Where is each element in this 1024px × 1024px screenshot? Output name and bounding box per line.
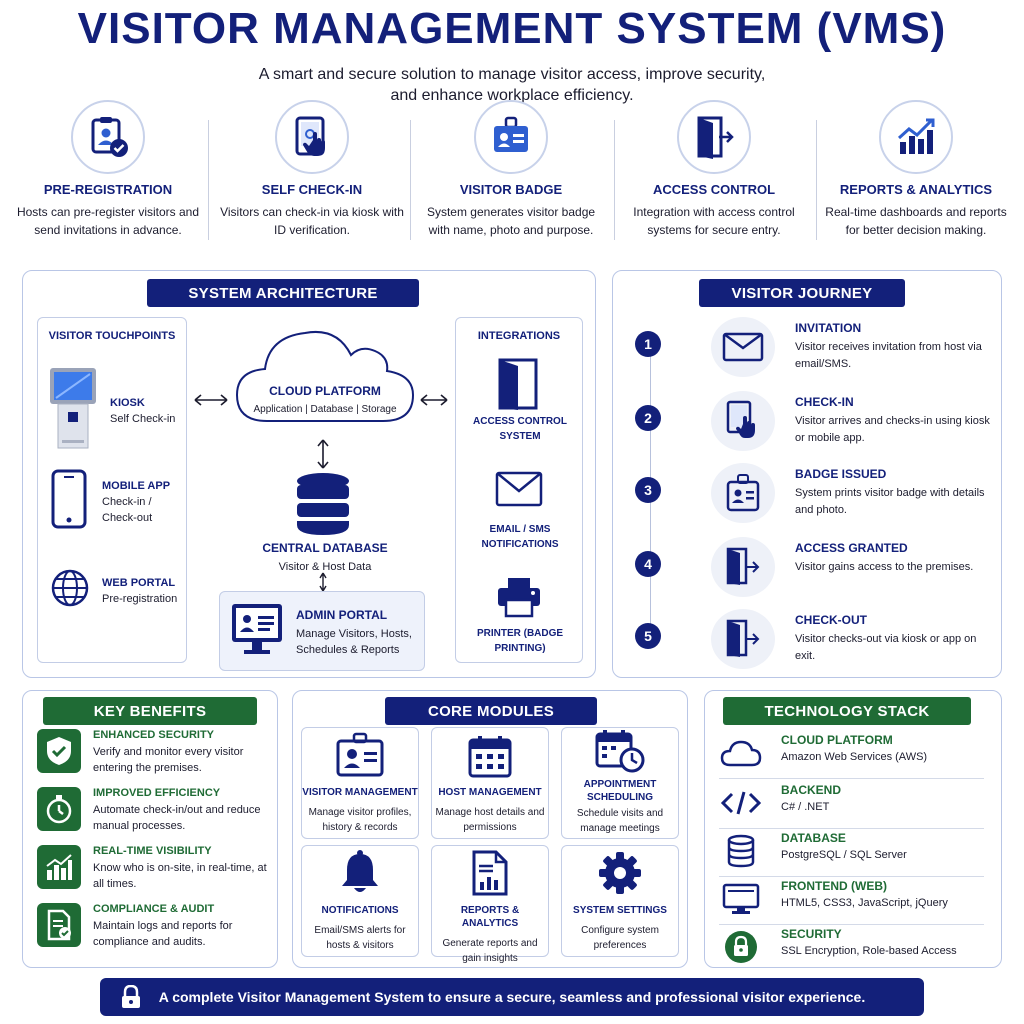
benefit-compliance-audit: COMPLIANCE & AUDIT Maintain logs and rep… [37, 903, 267, 955]
gear-icon [562, 846, 678, 896]
id-badge-icon [711, 463, 775, 523]
feature-reports-analytics: REPORTS & ANALYTICS Real-time dashboards… [816, 100, 1016, 239]
benefit-enhanced-security: ENHANCED SECURITY Verify and monitor eve… [37, 729, 267, 781]
benefit-real-time-visibility: REAL-TIME VISIBILITY Know who is on-site… [37, 845, 267, 897]
benefits-panel: KEY BENEFITS ENHANCED SECURITY Verify an… [22, 690, 278, 968]
benefit-improved-efficiency: IMPROVED EFFICIENCY Automate check-in/ou… [37, 787, 267, 839]
bar-chart-trend-icon [879, 100, 953, 174]
globe-icon [50, 568, 90, 613]
touchpoints-box: VISITOR TOUCHPOINTS KIOSK Self Check-in [37, 317, 187, 663]
calendar-grid-icon [432, 728, 548, 778]
database-icon [297, 473, 349, 535]
page-subtitle: A smart and secure solution to manage vi… [258, 66, 766, 104]
touchpoint-mobile-app: MOBILE APP Check-in / Check-out [50, 468, 172, 535]
lock-icon [719, 929, 763, 965]
admin-portal-card: ADMIN PORTAL Manage Visitors, Hosts, Sch… [219, 591, 425, 671]
vertical-arrow-icon [317, 439, 329, 469]
document-check-icon [37, 903, 81, 947]
footer-banner: A complete Visitor Management System to … [100, 978, 924, 1016]
architecture-panel: SYSTEM ARCHITECTURE VISITOR TOUCHPOINTS … [22, 270, 596, 678]
monitor-user-icon [232, 604, 282, 654]
tech-security: SECURITY SSL Encryption, Role-based Acce… [719, 925, 984, 973]
architecture-title: SYSTEM ARCHITECTURE [147, 279, 419, 307]
door-icon [498, 358, 538, 410]
id-badge-icon [474, 100, 548, 174]
feature-divider [410, 120, 411, 240]
door-enter-icon [711, 537, 775, 597]
integrations-box: INTEGRATIONS ACCESS CONTROL SYSTEM EMAIL… [455, 317, 583, 663]
bidirectional-arrow-icon [420, 394, 448, 406]
clipboard-user-check-icon [71, 100, 145, 174]
door-enter-icon [677, 100, 751, 174]
database-icon [719, 833, 763, 869]
central-database: CENTRAL DATABASE Visitor & Host Data [262, 541, 388, 573]
tech-database: DATABASE PostgreSQL / SQL Server [719, 829, 984, 877]
touchpoint-web-portal: WEB PORTAL Pre-registration [50, 568, 177, 613]
stopwatch-icon [37, 787, 81, 831]
bar-chart-icon [37, 845, 81, 889]
touchpoint-kiosk: KIOSK Self Check-in [46, 366, 175, 455]
journey-step-4: 4 ACCESS GRANTED Visitor gains access to… [633, 537, 1003, 597]
lock-icon [120, 984, 142, 1012]
journey-step-2: 2 CHECK-IN Visitor arrives and checks-in… [633, 391, 1003, 451]
module-appointment-scheduling: APPOINTMENT SCHEDULING Schedule visits a… [561, 727, 679, 839]
tablet-touch-icon [711, 391, 775, 451]
feature-divider [614, 120, 615, 240]
modules-panel: CORE MODULES VISITOR MANAGEMENT Manage v… [292, 690, 688, 968]
tech-backend: BACKEND C# / .NET [719, 781, 984, 829]
journey-step-5: 5 CHECK-OUT Visitor checks-out via kiosk… [633, 609, 1003, 669]
feature-pre-registration: PRE-REGISTRATION Hosts can pre-register … [8, 100, 208, 239]
journey-step-3: 3 BADGE ISSUED System prints visitor bad… [633, 463, 1003, 523]
tech-cloud-platform: CLOUD PLATFORM Amazon Web Services (AWS) [719, 731, 984, 779]
bell-icon [302, 846, 418, 896]
cloud-shape [235, 331, 415, 422]
tech-title: TECHNOLOGY STACK [723, 697, 971, 725]
door-exit-icon [711, 609, 775, 669]
feature-self-check-in: SELF CHECK-IN Visitors can check-in via … [212, 100, 412, 239]
page-title: VISITOR MANAGEMENT SYSTEM (VMS) [77, 4, 947, 53]
module-notifications: NOTIFICATIONS Email/SMS alerts for hosts… [301, 845, 419, 957]
benefits-title: KEY BENEFITS [43, 697, 257, 725]
feature-divider [208, 120, 209, 240]
report-chart-icon [432, 846, 548, 896]
kiosk-icon [46, 366, 100, 455]
module-reports-analytics: REPORTS & ANALYTICS Generate reports and… [431, 845, 549, 964]
printer-icon [498, 578, 540, 618]
cloud-icon [719, 735, 763, 771]
modules-title: CORE MODULES [385, 697, 597, 725]
shield-check-icon [37, 729, 81, 773]
journey-step-1: 1 INVITATION Visitor receives invitation… [633, 317, 1003, 377]
feature-row: PRE-REGISTRATION Hosts can pre-register … [0, 100, 1024, 260]
tech-panel: TECHNOLOGY STACK CLOUD PLATFORM Amazon W… [704, 690, 1002, 968]
module-visitor-management: VISITOR MANAGEMENT Manage visitor profil… [301, 727, 419, 839]
cloud-platform: CLOUD PLATFORM Application | Database | … [253, 384, 397, 415]
calendar-clock-icon [562, 728, 678, 774]
mobile-phone-icon [50, 468, 88, 535]
journey-panel: VISITOR JOURNEY 1 INVITATION Visitor rec… [612, 270, 1002, 678]
feature-visitor-badge: VISITOR BADGE System generates visitor b… [411, 100, 611, 239]
tablet-touch-icon [275, 100, 349, 174]
tech-frontend: FRONTEND (WEB) HTML5, CSS3, JavaScript, … [719, 877, 984, 925]
envelope-icon [711, 317, 775, 377]
code-icon [719, 785, 763, 821]
feature-divider [816, 120, 817, 240]
vertical-arrow-icon [319, 572, 327, 592]
envelope-icon [495, 471, 543, 507]
module-system-settings: SYSTEM SETTINGS Configure system prefere… [561, 845, 679, 957]
bidirectional-arrow-icon [194, 394, 228, 406]
feature-access-control: ACCESS CONTROL Integration with access c… [614, 100, 814, 239]
visitor-card-icon [302, 728, 418, 778]
journey-title: VISITOR JOURNEY [699, 279, 905, 307]
module-host-management: HOST MANAGEMENT Manage host details and … [431, 727, 549, 839]
monitor-icon [719, 881, 763, 917]
